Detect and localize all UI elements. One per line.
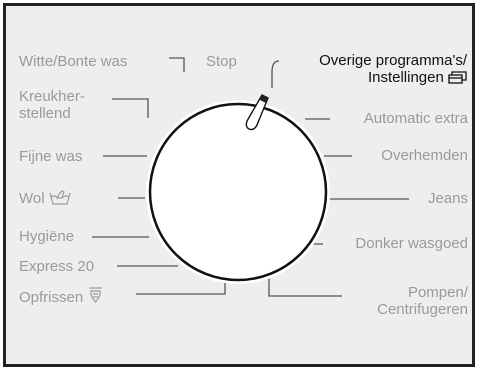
program-witte-bonte-was[interactable]: Witte/Bonte was — [19, 53, 128, 70]
program-express-20[interactable]: Express 20 — [19, 258, 95, 275]
program-wol[interactable]: Wol — [19, 189, 71, 207]
program-fijne-was[interactable]: Fijne was — [19, 148, 83, 165]
overige-line1: Overige programma's/ — [319, 52, 467, 69]
program-kreukherstellend[interactable]: Kreukher- stellend — [19, 88, 85, 122]
program-jeans[interactable]: Jeans — [427, 190, 468, 207]
program-donker-wasgoed[interactable]: Donker wasgoed — [355, 235, 468, 252]
program-hygiene[interactable]: Hygiëne — [19, 228, 75, 245]
program-automatic-extra[interactable]: Automatic extra — [363, 110, 468, 127]
kreukherstellend-line1: Kreukher- — [19, 88, 85, 105]
opfrissen-label: Opfrissen — [19, 289, 84, 306]
wool-handwash-icon — [49, 190, 71, 205]
steam-refresh-icon — [89, 287, 103, 303]
instellingen-label: Instellingen — [367, 69, 444, 86]
pompen-line1: Pompen/ — [407, 284, 468, 301]
program-opfrissen[interactable]: Opfrissen — [19, 287, 104, 306]
program-stop[interactable]: Stop — [206, 53, 237, 70]
wol-label: Wol — [19, 190, 45, 207]
kreukherstellend-line2: stellend — [19, 105, 71, 122]
program-overige-instellingen[interactable]: Overige programma's/ Instellingen — [277, 52, 467, 86]
overige-line2: Instellingen — [277, 69, 467, 86]
line-witte-bonte — [169, 57, 185, 72]
line-kreukherstellend — [112, 98, 149, 118]
dial-pointer — [245, 94, 269, 131]
program-overhemden[interactable]: Overhemden — [381, 147, 468, 164]
dial-face — [146, 100, 330, 284]
program-pompen-centrifugeren[interactable]: Pompen/ Centrifugeren — [300, 284, 468, 318]
settings-window-icon — [448, 71, 467, 84]
pompen-line2: Centrifugeren — [377, 301, 468, 318]
line-overige — [271, 60, 280, 88]
dial-ring — [148, 102, 328, 282]
